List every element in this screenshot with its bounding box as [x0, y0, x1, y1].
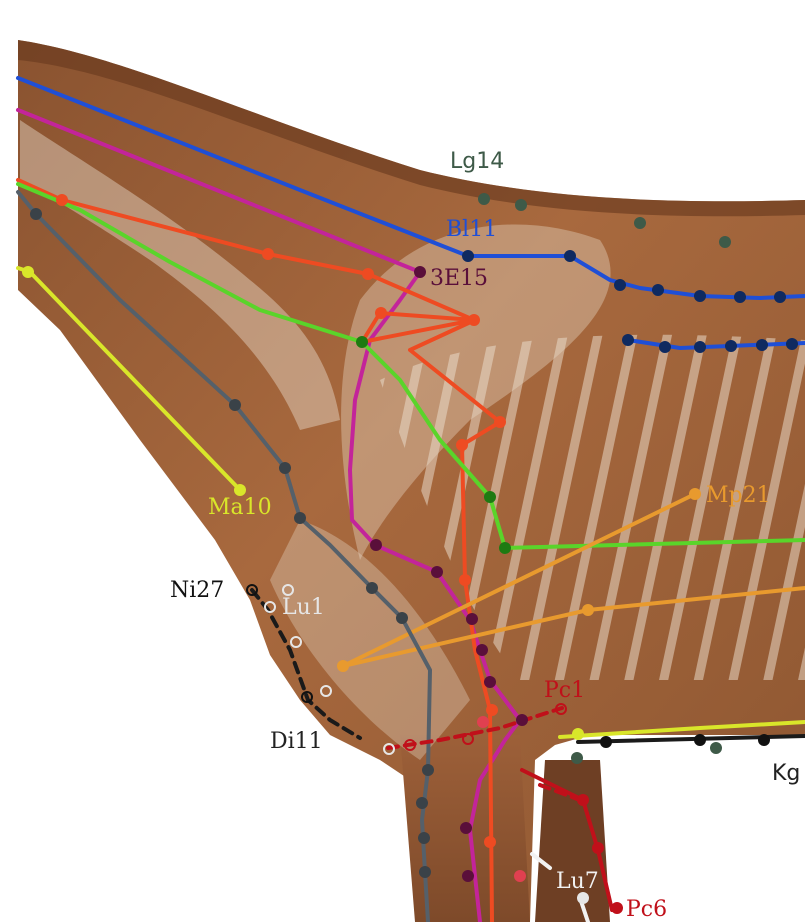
bladder-point: [614, 279, 626, 291]
gallbladder-point: [477, 716, 489, 728]
triple-heater-point: [484, 676, 496, 688]
large-intestine-point: [30, 208, 42, 220]
triple-heater-point: [516, 714, 528, 726]
bladder-point: [564, 250, 576, 262]
stomach-point: [572, 728, 584, 740]
large-intestine-point: [418, 832, 430, 844]
label-ni27: Ni27: [170, 578, 224, 603]
bladder-point: [694, 290, 706, 302]
gallbladder-point: [459, 574, 471, 586]
kidney-point: [694, 734, 706, 746]
large-intestine-point: [419, 866, 431, 878]
spleen-point: [337, 660, 349, 672]
kidney-point: [600, 736, 612, 748]
lung-point: [478, 193, 490, 205]
gallbladder-point: [514, 870, 526, 882]
gallbladder-point: [375, 307, 387, 319]
bladder-point: [774, 291, 786, 303]
triple-heater-point: [462, 870, 474, 882]
bladder-point: [622, 334, 634, 346]
spleen-point: [582, 604, 594, 616]
gallbladder-point: [56, 194, 68, 206]
lung-point: [634, 217, 646, 229]
liver-point: [499, 542, 511, 554]
label-pc6: Pc6: [626, 897, 667, 922]
gallbladder-point: [494, 416, 506, 428]
triple-heater-point: [476, 644, 488, 656]
bladder-point: [734, 291, 746, 303]
stomach-point: [22, 266, 34, 278]
gallbladder-point: [486, 704, 498, 716]
large-intestine-point: [279, 462, 291, 474]
gallbladder-point: [484, 836, 496, 848]
spleen-point: [689, 488, 701, 500]
bladder-point: [786, 338, 798, 350]
triple-heater-point: [460, 822, 472, 834]
label-lu1: Lu1: [282, 595, 325, 620]
bladder-point: [659, 341, 671, 353]
label-bl11: Bl11: [446, 217, 497, 242]
lung-point: [710, 742, 722, 754]
horse-body: [18, 40, 805, 922]
gallbladder-point: [262, 248, 274, 260]
liver-point: [356, 336, 368, 348]
label-kg: Kg: [772, 761, 800, 786]
gallbladder-point: [362, 268, 374, 280]
large-intestine-point: [416, 797, 428, 809]
label-lg14: Lg14: [450, 149, 504, 174]
label-di11: Di11: [270, 729, 323, 754]
large-intestine-point: [294, 512, 306, 524]
label-3e15: 3E15: [430, 266, 488, 291]
label-ma10: Ma10: [208, 495, 272, 520]
triple-heater-point: [370, 539, 382, 551]
pericardium-point: [592, 842, 604, 854]
label-pc1: Pc1: [544, 678, 585, 703]
lung-point: [515, 199, 527, 211]
triple-heater-point: [466, 613, 478, 625]
large-intestine-point: [366, 582, 378, 594]
kidney-meridian-belly: [578, 736, 805, 742]
gallbladder-point: [456, 439, 468, 451]
lung-point: [719, 236, 731, 248]
kidney-point: [758, 734, 770, 746]
bladder-point: [756, 339, 768, 351]
large-intestine-point: [396, 612, 408, 624]
lung-point: [571, 752, 583, 764]
label-mp21: Mp21: [706, 483, 771, 508]
liver-point: [484, 491, 496, 503]
bladder-point: [462, 250, 474, 262]
label-lu7: Lu7: [556, 869, 599, 894]
triple-heater-point: [431, 566, 443, 578]
hind-leg-shadow: [535, 760, 610, 922]
triple-heater-point: [414, 266, 426, 278]
gallbladder-point: [468, 314, 480, 326]
bladder-point: [694, 341, 706, 353]
large-intestine-point: [422, 764, 434, 776]
large-intestine-point: [229, 399, 241, 411]
pericardium-point: [611, 902, 623, 914]
pericardium-point: [577, 794, 589, 806]
bladder-point: [725, 340, 737, 352]
bladder-point: [652, 284, 664, 296]
